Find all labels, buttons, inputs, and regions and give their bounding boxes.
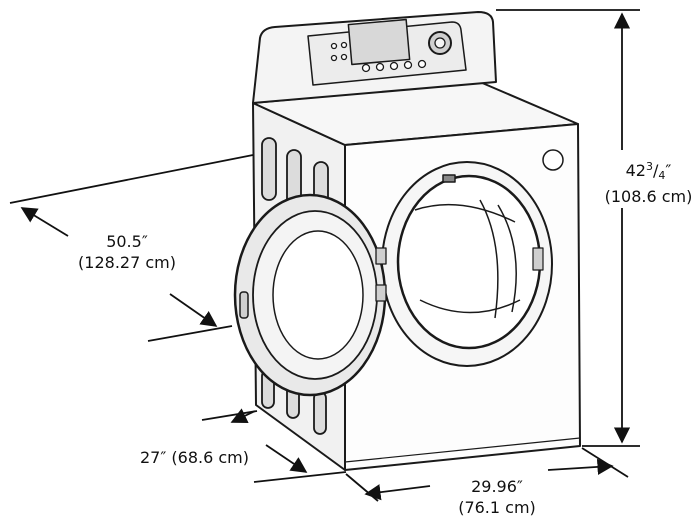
side-extension-front: [253, 471, 347, 483]
width-arrow-right: [547, 458, 614, 475]
side-arrow-upper: [230, 408, 256, 424]
depth-label: 50.5″ (128.27 cm): [62, 231, 192, 273]
height-label: 423/4″ (108.6 cm): [598, 156, 699, 207]
depth-arrow-upper: [20, 207, 69, 237]
side-arrow-lower: [265, 444, 308, 473]
height-metric: (108.6 cm): [604, 187, 693, 206]
depth-extension-bottom: [147, 325, 233, 342]
width-extension-right: [581, 447, 629, 478]
door-handle: [239, 291, 249, 319]
side-extension-back: [201, 410, 258, 421]
width-inches: 29.96″: [471, 477, 523, 496]
drum-opening: [396, 174, 542, 350]
height-slash: /: [652, 161, 659, 180]
console-buttons: [330, 41, 427, 73]
dimension-lines: [9, 9, 640, 502]
depth-extension-top: [9, 154, 254, 204]
width-metric: (76.1 cm): [458, 498, 536, 517]
side-depth-label: 27″ (68.6 cm): [140, 447, 249, 468]
console-display: [347, 18, 411, 66]
height-inches: 423/4″: [598, 156, 699, 186]
open-door: [233, 193, 387, 397]
dryer-base: [344, 437, 581, 463]
height-inch-mark: ″: [665, 161, 672, 180]
width-arrow-left: [364, 484, 431, 501]
side-depth-text: 27″ (68.6 cm): [140, 448, 249, 467]
door-glass: [272, 230, 364, 360]
depth-arrow-lower: [169, 293, 218, 327]
width-label: 29.96″ (76.1 cm): [432, 476, 562, 518]
drum-interior: [414, 174, 544, 319]
depth-metric: (128.27 cm): [78, 253, 176, 272]
width-extension-left: [345, 473, 379, 502]
door-hinge-top: [375, 247, 387, 265]
indicator-circle: [542, 149, 564, 171]
height-denominator: 4: [658, 169, 666, 182]
height-whole: 42: [625, 161, 646, 180]
door-hinge-bottom: [375, 284, 387, 302]
height-numerator: 3: [645, 160, 653, 173]
depth-inches: 50.5″: [106, 232, 148, 251]
dryer-illustration: [233, 11, 581, 471]
